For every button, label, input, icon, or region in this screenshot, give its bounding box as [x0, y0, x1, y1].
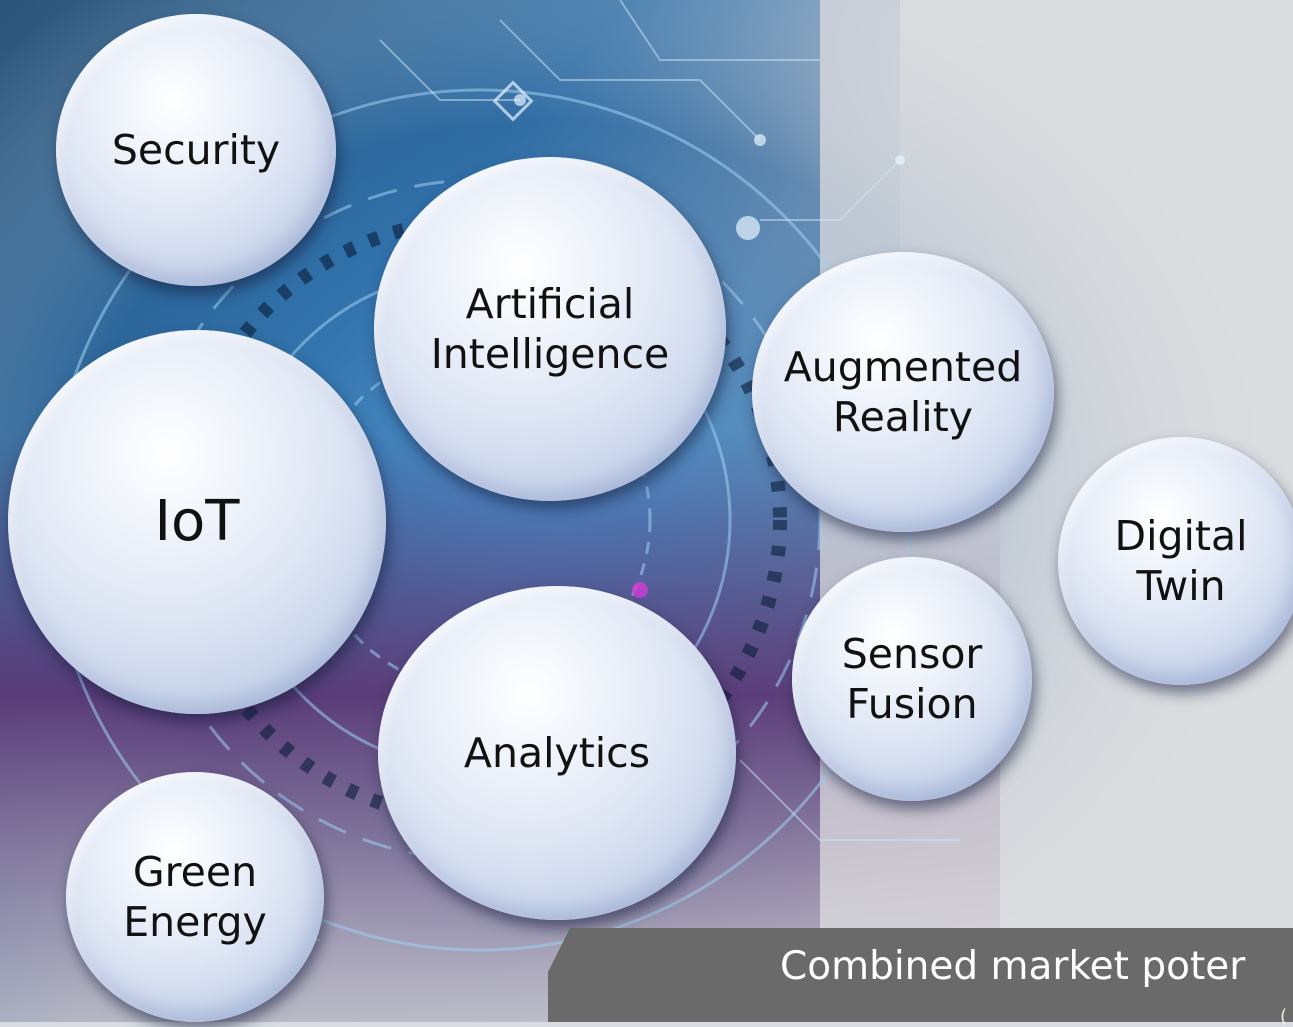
bubble-augmented-reality-label: Augmented Reality [783, 342, 1023, 441]
bubble-artificial-intelligence: Artificial Intelligence [374, 157, 726, 501]
bubble-augmented-reality: Augmented Reality [752, 252, 1054, 532]
bubble-sensor-fusion: Sensor Fusion [792, 557, 1032, 801]
bubble-green-energy: Green Energy [66, 772, 324, 1022]
market-potential-text: Combined market poter [780, 944, 1246, 989]
bubble-security-label: Security [111, 125, 281, 174]
bubble-iot: IoT [8, 330, 386, 714]
bubble-sensor-fusion-label: Sensor Fusion [841, 629, 983, 728]
bubble-digital-twin: Digital Twin [1058, 437, 1293, 685]
bubble-green-energy-label: Green Energy [123, 847, 267, 946]
market-potential-banner [548, 928, 1293, 1022]
bubble-analytics-label: Analytics [463, 728, 651, 777]
bubble-security: Security [56, 14, 336, 286]
bubble-artificial-intelligence-label: Artificial Intelligence [430, 279, 670, 378]
bubble-analytics: Analytics [378, 586, 736, 920]
bubble-digital-twin-label: Digital Twin [1114, 511, 1248, 610]
bubble-iot-label: IoT [154, 488, 240, 554]
market-potential-subtext: ( [1280, 1006, 1288, 1027]
